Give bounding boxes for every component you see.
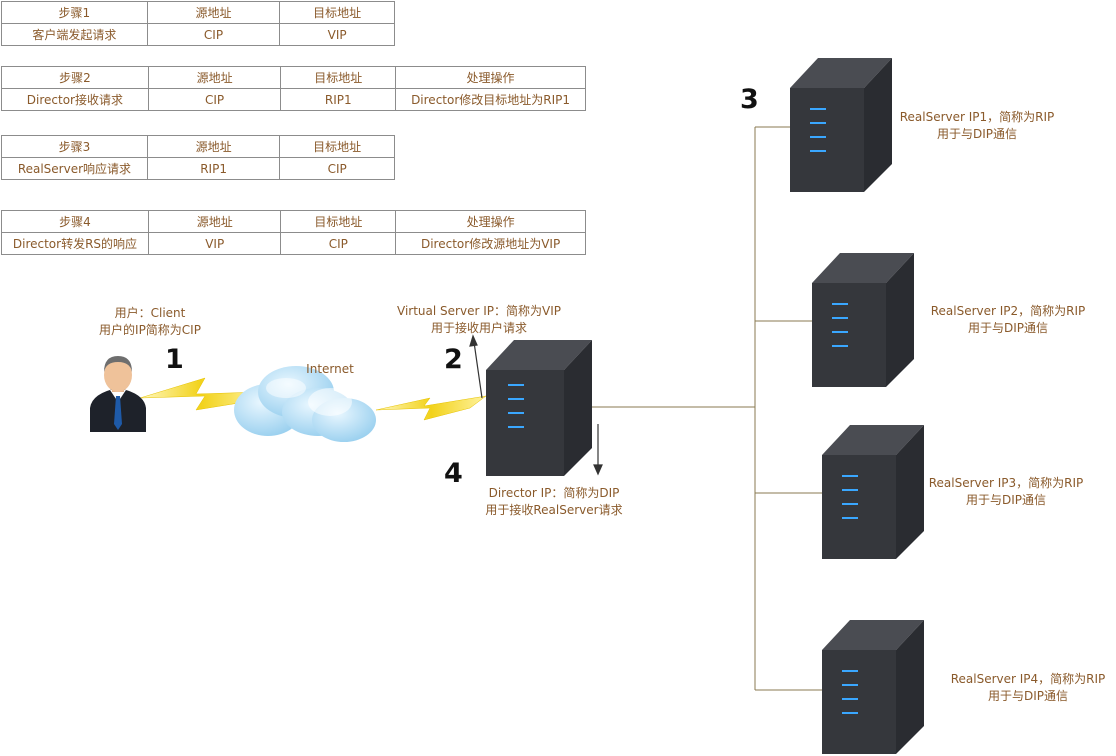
table-cell: CIP	[279, 157, 395, 180]
user-client-icon	[90, 356, 146, 432]
table-cell: 目标地址	[279, 135, 395, 158]
client-label-line2: 用户的IP简称为CIP	[99, 323, 201, 337]
table-cell: 源地址	[146, 135, 281, 158]
vip-label-line1: Virtual Server IP：简称为VIP	[397, 304, 561, 318]
table-cell: Director修改源地址为VIP	[395, 232, 586, 255]
realserver-label-line1: RealServer IP3，简称为RIP	[928, 476, 1084, 490]
realserver-4-label: RealServer IP4，简称为RIP 用于与DIP通信	[940, 671, 1116, 705]
table-cell: Director修改目标地址为RIP1	[395, 88, 586, 111]
dip-label-line1: Director IP：简称为DIP	[488, 486, 620, 500]
internet-label: Internet	[306, 362, 354, 376]
table-cell: RIP1	[146, 157, 281, 180]
realserver-label-line1: RealServer IP2，简称为RIP	[930, 304, 1086, 318]
table-cell: CIP	[280, 232, 397, 255]
realserver-label-line2: 用于与DIP通信	[987, 689, 1069, 703]
step-number-1: 1	[165, 344, 184, 375]
arrow-up-icon	[469, 334, 483, 399]
realserver-label-line2: 用于与DIP通信	[936, 127, 1018, 141]
network-lines	[590, 126, 822, 691]
table-cell: Director接收请求	[1, 88, 149, 111]
lightning-director-icon	[375, 395, 487, 421]
realserver-label-line1: RealServer IP4，简称为RIP	[950, 672, 1106, 686]
arrow-down-icon	[593, 424, 603, 476]
dip-label: Director IP：简称为DIP 用于接收RealServer请求	[472, 485, 636, 519]
table-cell: VIP	[279, 23, 395, 46]
table-cell: Director转发RS的响应	[1, 232, 149, 255]
realserver-1-label: RealServer IP1，简称为RIP 用于与DIP通信	[892, 109, 1062, 143]
internet-cloud-icon	[234, 366, 376, 442]
dip-label-line2: 用于接收RealServer请求	[485, 503, 623, 517]
realserver-2-icon	[812, 253, 914, 387]
client-label-line1: 用户：Client	[114, 306, 186, 320]
realserver-label-line1: RealServer IP1，简称为RIP	[899, 110, 1055, 124]
client-label: 用户：Client 用户的IP简称为CIP	[80, 305, 220, 339]
vip-label-line2: 用于接收用户请求	[430, 321, 527, 335]
step-number-2: 2	[444, 344, 463, 375]
vip-label: Virtual Server IP：简称为VIP 用于接收用户请求	[384, 303, 574, 337]
table-cell: 客户端发起请求	[1, 23, 148, 46]
realserver-3-label: RealServer IP3，简称为RIP 用于与DIP通信	[920, 475, 1092, 509]
director-server-icon	[486, 340, 592, 476]
realserver-4-icon	[822, 620, 924, 754]
step-number-3: 3	[740, 84, 759, 115]
realserver-3-icon	[822, 425, 924, 559]
table-cell: CIP	[146, 23, 281, 46]
realserver-label-line2: 用于与DIP通信	[965, 493, 1047, 507]
table-cell: RIP1	[280, 88, 397, 111]
table-cell: CIP	[147, 88, 282, 111]
realserver-label-line2: 用于与DIP通信	[967, 321, 1049, 335]
step-number-4: 4	[444, 458, 463, 489]
realserver-2-label: RealServer IP2，简称为RIP 用于与DIP通信	[922, 303, 1094, 337]
table-cell: RealServer响应请求	[1, 157, 148, 180]
table-cell: VIP	[147, 232, 282, 255]
realserver-1-icon	[790, 58, 892, 192]
